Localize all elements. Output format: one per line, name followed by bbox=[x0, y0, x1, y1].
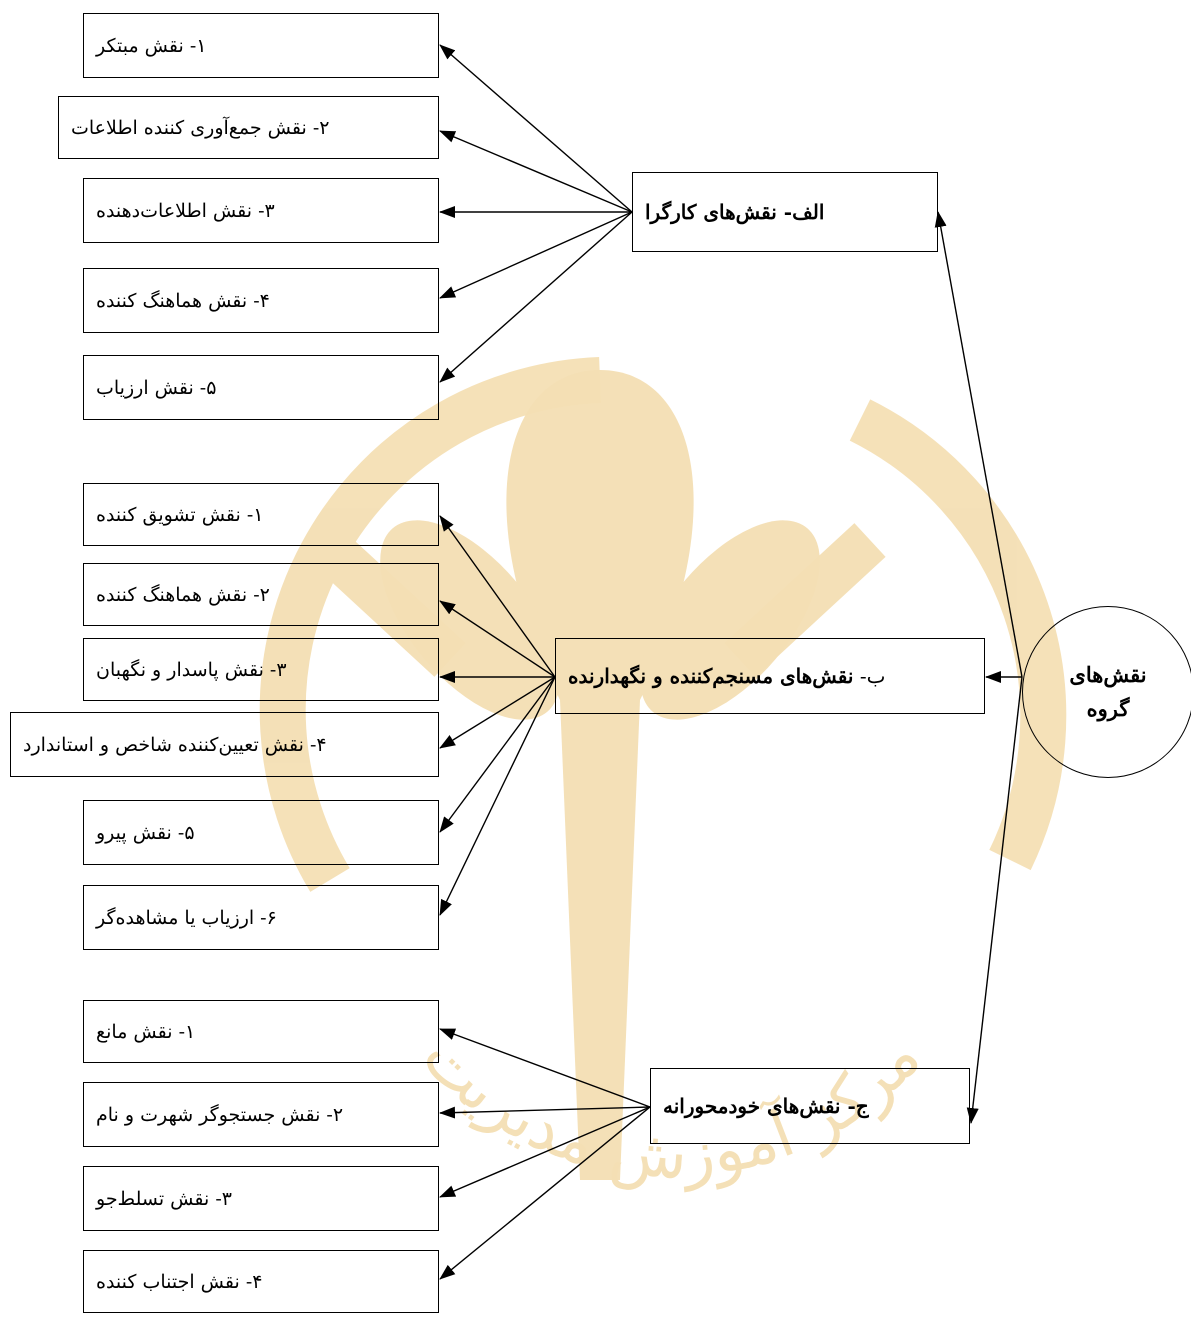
list-item: ۴- نقش اجتناب کننده bbox=[83, 1250, 439, 1313]
list-item: ۶- ارزیاب یا مشاهده‌گر bbox=[83, 885, 439, 950]
list-item: ۳- نقش پاسدار و نگهبان bbox=[83, 638, 439, 701]
list-item: ۴- نقش هماهنگ کننده bbox=[83, 268, 439, 333]
list-item: ۵- نقش ارزیاب bbox=[83, 355, 439, 420]
list-item: ۳- نقش اطلاعات‌دهنده bbox=[83, 178, 439, 243]
list-item: ۴- نقش تعیین‌کننده شاخص و استاندارد bbox=[10, 712, 439, 777]
root-node-group-roles: نقش‌های گروه bbox=[1022, 606, 1191, 778]
category-maintenance: ب- نقش‌های مسنجم‌کننده و نگهدارنده bbox=[555, 638, 985, 714]
list-item: ۵- نقش پیرو bbox=[83, 800, 439, 865]
category-task-oriented: الف- نقش‌های کارگرا bbox=[632, 172, 938, 252]
list-item: ۲- نقش هماهنگ کننده bbox=[83, 563, 439, 626]
list-item: ۱- نقش مبتکر bbox=[83, 13, 439, 78]
list-item: ۱- نقش تشویق کننده bbox=[83, 483, 439, 546]
list-item: ۲- نقش جستجوگر شهرت و نام bbox=[83, 1082, 439, 1147]
list-item: ۳- نقش تسلط‌جو bbox=[83, 1166, 439, 1231]
list-item: ۲- نقش جمع‌آوری کننده اطلاعات bbox=[58, 96, 439, 159]
category-prefix: ب- bbox=[853, 664, 886, 688]
category-self-centered: ج- نقش‌های خودمحورانه bbox=[650, 1068, 970, 1144]
list-item: ۱- نقش مانع bbox=[83, 1000, 439, 1063]
